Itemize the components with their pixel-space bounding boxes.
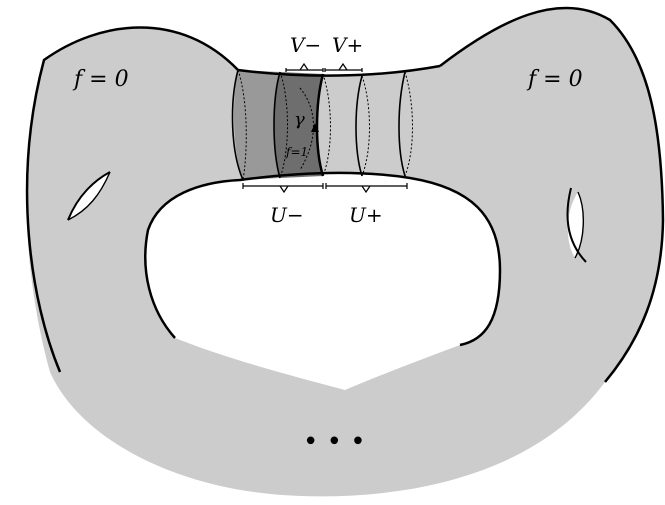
left-handle xyxy=(67,171,111,221)
inner-boundary xyxy=(144,171,502,347)
gamma-arrow xyxy=(311,123,319,132)
u-brackets xyxy=(242,183,408,194)
f-right-label: f = 0 xyxy=(526,67,583,92)
f-one-label: f=1 xyxy=(285,145,308,159)
u-minus-label: U− xyxy=(270,203,304,227)
f-left-label: f = 0 xyxy=(72,67,129,92)
gamma-curve xyxy=(299,87,314,171)
v-plus-label: V+ xyxy=(332,33,363,57)
right-handle xyxy=(566,187,587,263)
outer-boundary-neck-top xyxy=(237,64,441,77)
outer-boundary-top-left xyxy=(25,26,239,373)
outer-boundary-top-right xyxy=(439,6,665,383)
gamma-label: γ xyxy=(294,109,305,130)
v-brackets xyxy=(285,62,363,72)
v-minus-band xyxy=(233,70,280,180)
ellipsis: • • • xyxy=(303,427,366,457)
surface-body xyxy=(26,7,663,497)
u-plus-label: U+ xyxy=(349,203,383,227)
neck-circles xyxy=(231,69,413,181)
v-minus-label: V− xyxy=(290,33,321,57)
